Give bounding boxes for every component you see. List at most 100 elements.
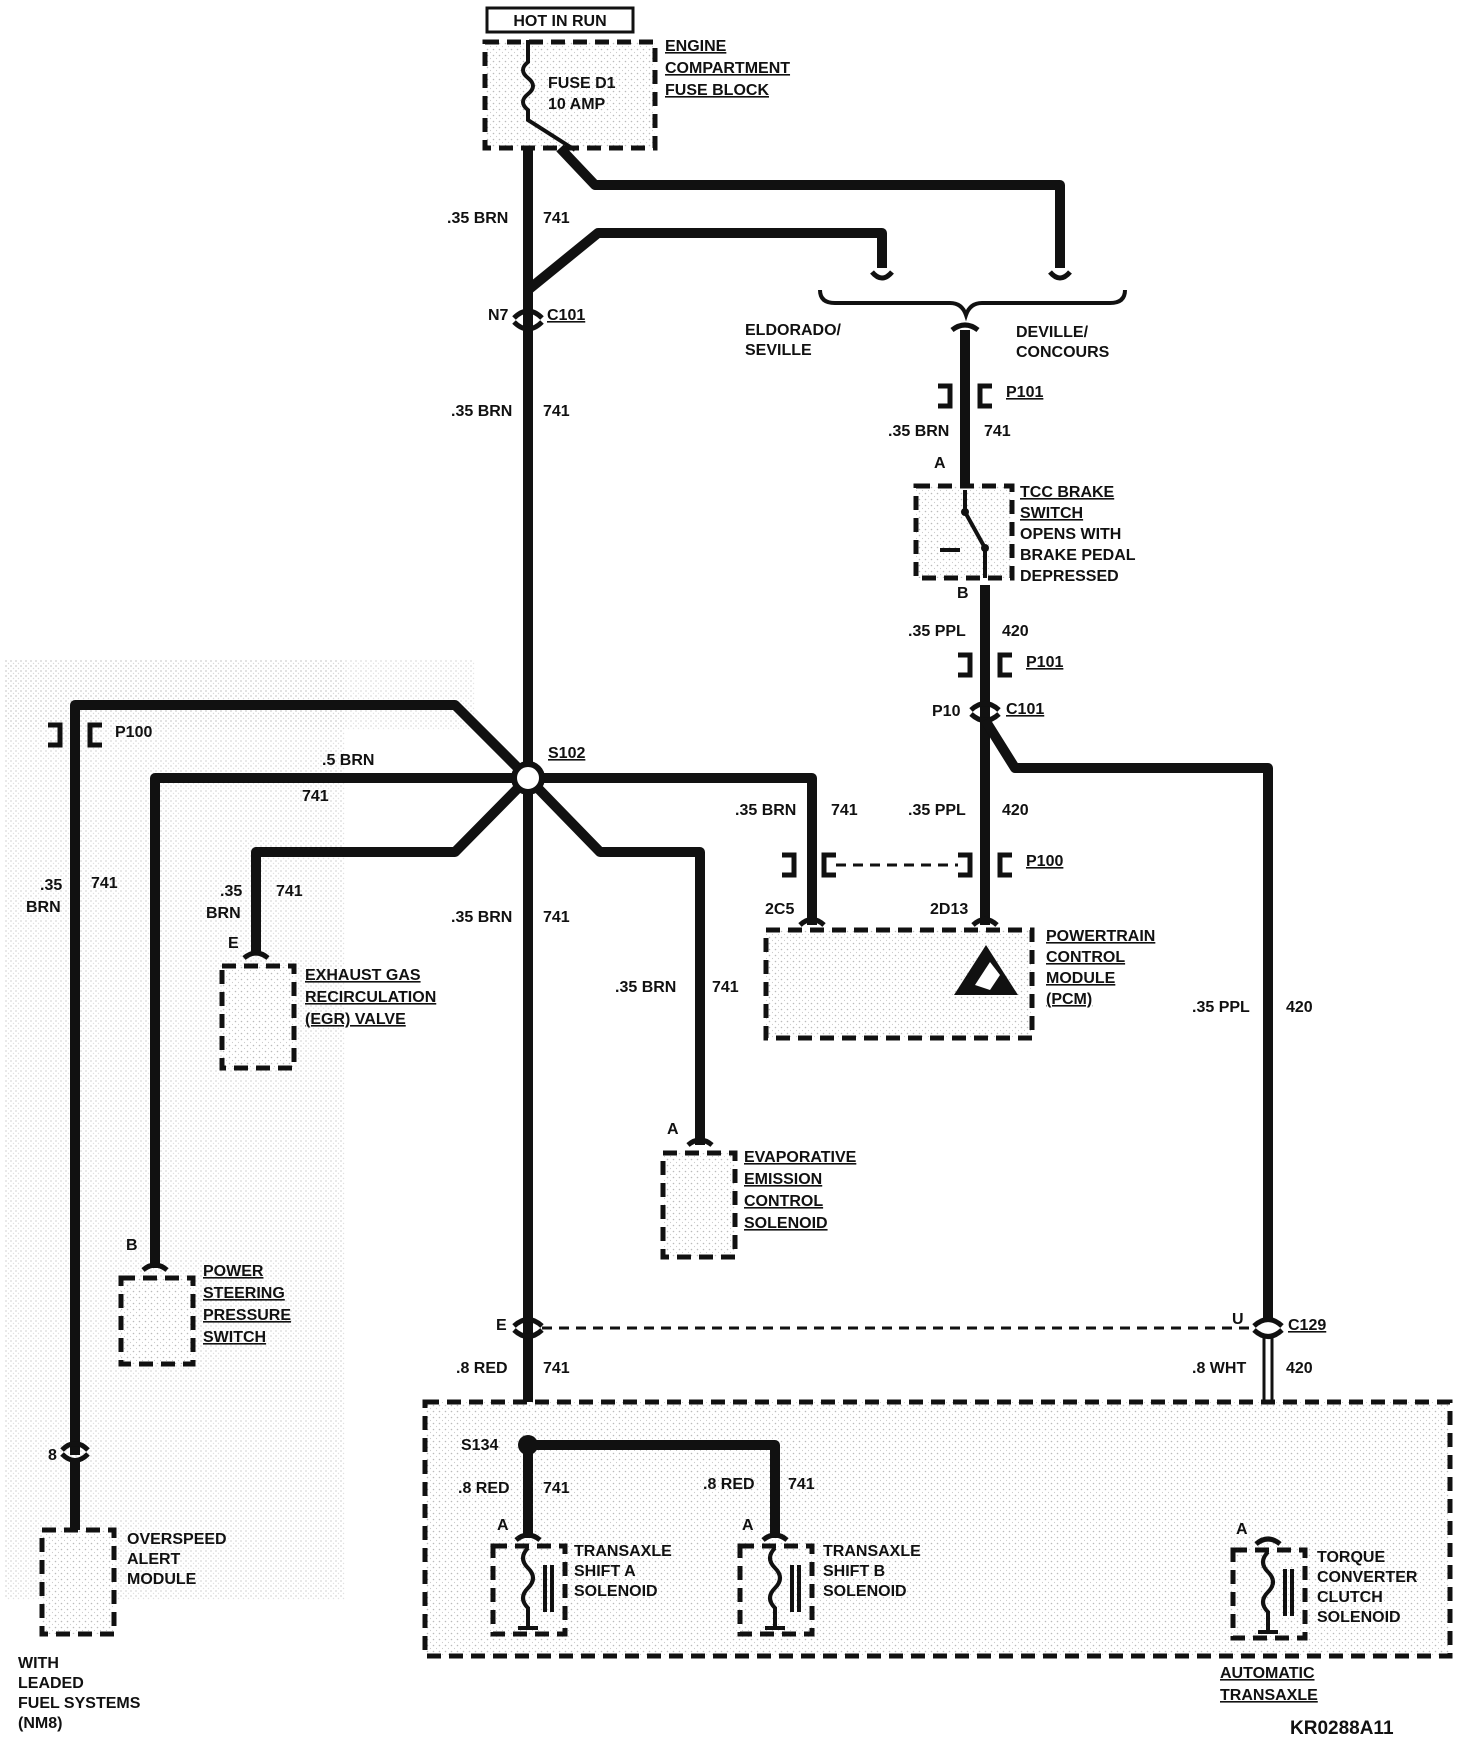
wire-s134-to-shift-b [528, 1440, 780, 1538]
connector-p100-right [958, 852, 1012, 878]
option-brace [818, 289, 1127, 322]
tcc-switch-contact-2 [981, 544, 989, 552]
pin-p10-label: P10 [932, 703, 961, 720]
wire-tcc-right-branch [980, 717, 1273, 1318]
connector-c101-right-label: C101 [1006, 701, 1044, 718]
wire-label-trunk-1: .35 BRN [447, 210, 508, 227]
deville-label-2: CONCOURS [1016, 344, 1110, 361]
pcm-label-2: CONTROL [1046, 949, 1125, 966]
wire-label-evap-brn: .35 BRN [615, 979, 676, 996]
evap-label-2: EMISSION [744, 1171, 822, 1188]
p100-right-label: P100 [1026, 853, 1063, 870]
hot-in-run-label: HOT IN RUN [513, 13, 606, 30]
fuse-block-box [482, 39, 658, 151]
connector-p100-osa [48, 722, 102, 748]
splice-s102-label: S102 [548, 745, 585, 762]
tcc-label-3: OPENS WITH [1020, 526, 1121, 543]
connector-c129-u [1252, 1317, 1284, 1339]
tcc-sol-label-3: CLUTCH [1317, 1589, 1383, 1606]
evap-terminal [686, 1137, 714, 1148]
tcc-label-5: DEPRESSED [1020, 568, 1119, 585]
leaded-label-4: (NM8) [18, 1715, 62, 1732]
pin-a-tcc: A [934, 455, 946, 472]
pin-a-shift-a: A [497, 1517, 509, 1534]
wire-label-osa-num: 741 [91, 875, 118, 892]
shift-a-label-2: SHIFT A [574, 1563, 636, 1580]
wire-label-trunk-2-num: 741 [543, 403, 570, 420]
wire-label-pcm-brn: .35 BRN [735, 802, 796, 819]
evap-solenoid-box [660, 1150, 738, 1260]
splice-s134-label: S134 [461, 1437, 498, 1454]
wire-label-red-1-num: 741 [543, 1360, 570, 1377]
pcm-label-4: (PCM) [1046, 991, 1092, 1008]
ps-label-4: SWITCH [203, 1329, 266, 1346]
osa-label-1: OVERSPEED [127, 1531, 227, 1548]
shift-b-label-1: TRANSAXLE [823, 1543, 921, 1560]
connector-osa-8 [60, 1441, 90, 1463]
fuse-d1-label: FUSE D1 [548, 75, 616, 92]
p101-top-label: P101 [1006, 384, 1043, 401]
wire-label-wht: .8 WHT [1192, 1360, 1246, 1377]
leaded-label-3: FUEL SYSTEMS [18, 1695, 141, 1712]
wire-label-pcm-num: 741 [831, 802, 858, 819]
p101-mid-label: P101 [1026, 654, 1063, 671]
pin-e-c129: E [496, 1317, 507, 1334]
wire-label-egr-num: 741 [276, 883, 303, 900]
tcc-sol-label-2: CONVERTER [1317, 1569, 1418, 1586]
auto-transaxle-label-1: AUTOMATIC [1220, 1665, 1315, 1682]
diagram-code: KR0288A11 [1290, 1718, 1394, 1739]
wire-s102-to-pcm [528, 773, 817, 925]
wire-s102-to-ps [150, 773, 528, 1268]
eldorado-label-2: SEVILLE [745, 342, 812, 359]
leaded-label-1: WITH [18, 1655, 59, 1672]
pin-a-tcc-sol: A [1236, 1521, 1248, 1538]
fuse-amp-label: 10 AMP [548, 96, 606, 113]
ps-label-3: PRESSURE [203, 1307, 291, 1324]
wire-label-ps-brn: .5 BRN [322, 752, 374, 769]
wire-label-egr-brn: BRN [206, 905, 241, 922]
splice-s102 [511, 761, 545, 795]
tcc-sol-terminal [1254, 1536, 1282, 1547]
wire-label-ppl-2-num: 420 [1002, 802, 1029, 819]
wire-label-wht-num: 420 [1286, 1360, 1313, 1377]
wire-label-trunk-3: .35 BRN [451, 909, 512, 926]
wire-label-ppl-1: .35 PPL [908, 623, 966, 640]
wire-label-red-3-num: 741 [788, 1476, 815, 1493]
wire-label-osa-dot35: .35 [40, 877, 62, 894]
egr-label-2: RECIRCULATION [305, 989, 436, 1006]
tcc-switch-contact [961, 508, 969, 516]
shift-b-terminal [761, 1532, 789, 1543]
wire-label-evap-num: 741 [712, 979, 739, 996]
connector-c129-e [512, 1317, 544, 1339]
pin-a-evap: A [667, 1121, 679, 1138]
fuse-block-label-1: ENGINE [665, 38, 727, 55]
overspeed-alert-box [39, 1527, 117, 1637]
tcc-sol-coil [1258, 1550, 1294, 1634]
hot-in-run-box [485, 6, 635, 34]
pin-b-ps: B [126, 1237, 138, 1254]
stipple-bg-left [5, 660, 345, 1600]
wire-label-ps-num: 741 [302, 788, 329, 805]
wire-label-ppl-3-num: 420 [1286, 999, 1313, 1016]
wire-label-ppl-3: .35 PPL [1192, 999, 1250, 1016]
tcc-label-4: BRAKE PEDAL [1020, 547, 1136, 564]
tcc-sol-label-4: SOLENOID [1317, 1609, 1401, 1626]
connector-p101-mid [958, 652, 1012, 678]
shift-b-label-3: SOLENOID [823, 1583, 907, 1600]
p100-osa-label: P100 [115, 724, 152, 741]
osa-label-2: ALERT [127, 1551, 181, 1568]
shift-a-label-3: SOLENOID [574, 1583, 658, 1600]
osa-label-3: MODULE [127, 1571, 197, 1588]
connector-c101-n7 [512, 308, 544, 332]
pcm-terminal-2d13 [971, 917, 999, 927]
wire-label-red-2-num: 741 [543, 1480, 570, 1497]
wire-label-trunk-3-num: 741 [543, 909, 570, 926]
pcm-label-1: POWERTRAIN [1046, 928, 1155, 945]
egr-valve-box [219, 963, 297, 1071]
wire-label-red-2: .8 RED [458, 1480, 510, 1497]
wire-eldorado-branch [524, 228, 887, 294]
esd-hand [975, 962, 1000, 990]
shift-b-label-2: SHIFT B [823, 1563, 885, 1580]
wire-label-red-3: .8 RED [703, 1476, 755, 1493]
